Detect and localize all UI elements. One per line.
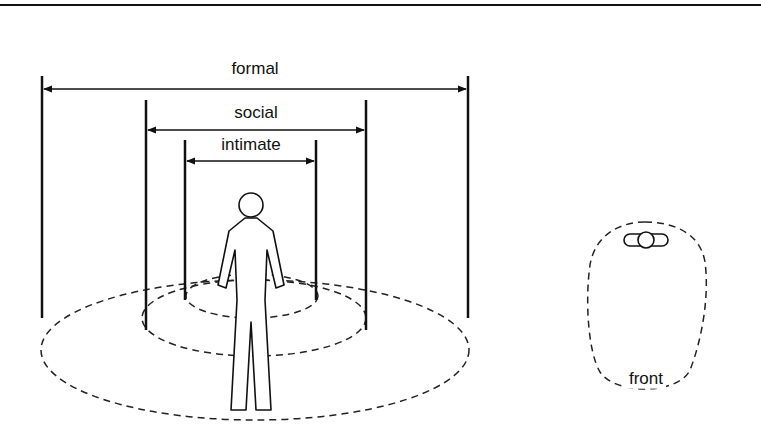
personal-space-outline — [588, 222, 707, 389]
person-figure — [218, 218, 284, 410]
intimate-bound — [184, 140, 187, 300]
social-bound — [145, 100, 148, 330]
dimension-label: social — [231, 104, 280, 123]
social-bound — [365, 100, 368, 330]
dimension-label: formal — [228, 60, 281, 79]
top-rule — [0, 4, 761, 6]
formal-bound — [467, 76, 470, 318]
person-head — [239, 193, 263, 217]
intimate-bound — [315, 140, 318, 300]
social-dimension-arrow — [148, 129, 364, 131]
formal-dimension-arrow — [44, 88, 466, 90]
dimension-label: intimate — [218, 136, 284, 155]
top-view-head — [638, 232, 654, 248]
formal-bound — [41, 76, 44, 318]
intimate-dimension-arrow — [187, 160, 314, 162]
view-label: front — [626, 370, 666, 389]
